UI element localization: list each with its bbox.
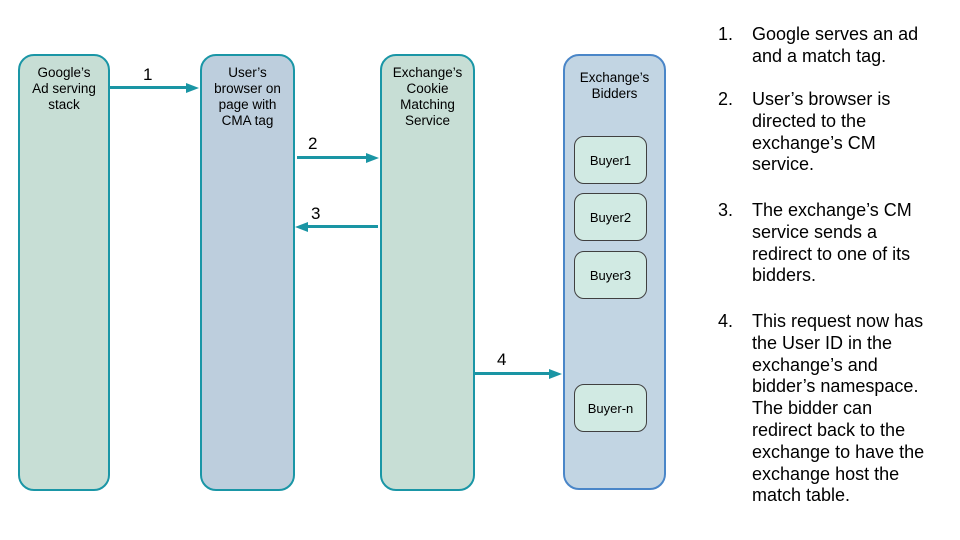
arrow-step-1 bbox=[110, 86, 187, 89]
buyer-box-1: Buyer1 bbox=[574, 136, 647, 184]
arrow-label-3: 3 bbox=[311, 204, 321, 223]
buyer-box-3: Buyer3 bbox=[574, 251, 647, 299]
step-number: 4. bbox=[718, 311, 734, 331]
step-number: 1. bbox=[718, 24, 734, 44]
step-text: User’s browser is directed to the exchan… bbox=[752, 89, 891, 175]
step-text: The exchange’s CM service sends a redire… bbox=[752, 200, 912, 286]
node-cookie-matching-service: Exchange’s Cookie Matching Service bbox=[380, 54, 475, 491]
step-number: 3. bbox=[718, 200, 734, 220]
buyer-box-2: Buyer2 bbox=[574, 193, 647, 241]
step-text: This request now has the User ID in the … bbox=[752, 311, 925, 506]
arrow-step-4 bbox=[475, 372, 550, 375]
node-user-browser: User’s browser on page with CMA tag bbox=[200, 54, 295, 491]
node-label: Exchange’s Cookie Matching Service bbox=[392, 65, 463, 128]
arrow-label-2: 2 bbox=[308, 134, 318, 153]
step-number: 2. bbox=[718, 89, 734, 109]
buyer-label: Buyer-n bbox=[587, 400, 634, 416]
buyer-box-n: Buyer-n bbox=[574, 384, 647, 432]
buyer-label: Buyer2 bbox=[589, 209, 632, 225]
node-label: Exchange’s Bidders bbox=[579, 70, 650, 101]
step-item-4: 4. This request now has the User ID in t… bbox=[718, 311, 958, 507]
node-label: Google’s Ad serving stack bbox=[32, 65, 96, 112]
node-exchange-bidders: Exchange’s Bidders Buyer1 Buyer2 Buyer3 … bbox=[563, 54, 666, 490]
arrow-label-4: 4 bbox=[497, 350, 507, 369]
arrow-step-3 bbox=[307, 225, 378, 228]
arrow-label-1: 1 bbox=[143, 65, 153, 84]
step-item-1: 1. Google serves an ad and a match tag. bbox=[718, 24, 958, 68]
step-item-2: 2. User’s browser is directed to the exc… bbox=[718, 89, 958, 176]
step-item-3: 3. The exchange’s CM service sends a red… bbox=[718, 200, 958, 287]
buyer-label: Buyer3 bbox=[589, 267, 632, 283]
step-text: Google serves an ad and a match tag. bbox=[752, 24, 919, 66]
buyer-label: Buyer1 bbox=[589, 152, 632, 168]
node-label: User’s browser on page with CMA tag bbox=[214, 65, 281, 128]
arrow-step-2 bbox=[297, 156, 367, 159]
node-google-ad-serving-stack: Google’s Ad serving stack bbox=[18, 54, 110, 491]
